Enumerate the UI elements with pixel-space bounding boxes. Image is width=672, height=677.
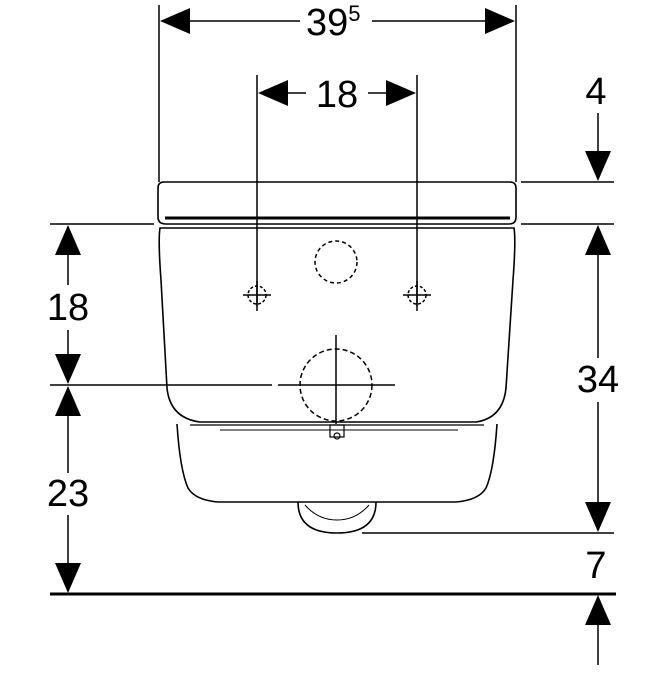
extension-lines [50,5,614,534]
dim-bowl-height-label: 34 [577,359,619,401]
arrow-width-left [160,8,190,34]
arrow-left23-down [55,563,81,593]
dim-outlet-height-label: 23 [47,473,89,515]
outlet-marker [278,335,395,424]
arrow-right34-up [585,225,611,255]
lower-housing [176,423,498,503]
front-cap-inner [304,504,370,521]
arrowheads [55,8,611,625]
dim-width-label: 395 [306,1,361,44]
dim-fixing-height-label: 18 [47,287,89,329]
dim-fixing-distance-label: 18 [316,74,358,116]
arrow-right34-down [585,502,611,532]
dimension-lines [67,20,599,665]
arrow-left23-up [55,386,81,416]
arrow-left18-down [55,354,81,384]
water-inlet-circle [314,240,358,284]
dim-bottom-clearance-label: 7 [585,545,606,587]
fixing-bolt-right [403,281,431,311]
outlet-bracket [329,424,345,438]
toilet-outline [157,181,517,534]
fixing-bolt-left [243,281,271,311]
arrow-bottom7-up [585,595,611,625]
arrow-left18-up [55,225,81,255]
front-cap [297,501,377,534]
arrow-width-right [485,8,515,34]
outlet-screw [333,432,341,440]
arrow-fixing-right [386,80,416,106]
lid [157,181,517,225]
arrow-lid-down [585,151,611,181]
dim-lid-height-label: 4 [585,71,606,113]
bowl-body [158,227,516,423]
arrow-fixing-left [258,80,288,106]
